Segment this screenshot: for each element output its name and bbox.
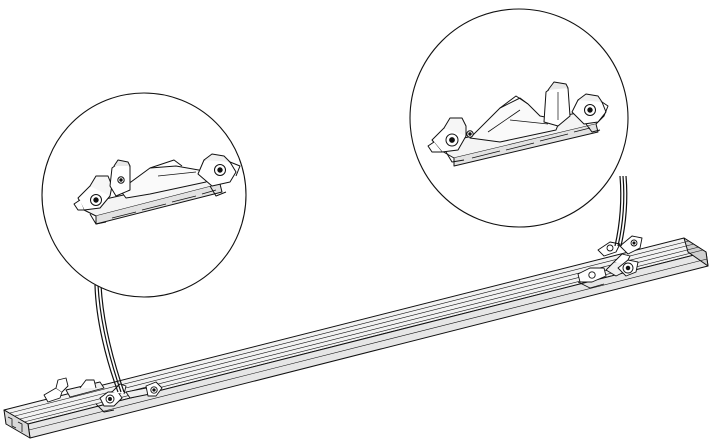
left-rail-bracket	[43, 377, 163, 413]
left-detail-magnifier	[41, 92, 247, 298]
right-magnified-bracket	[427, 81, 609, 167]
right-leader-line	[614, 175, 628, 247]
right-detail-magnifier	[409, 8, 629, 228]
left-leader-line	[94, 284, 125, 393]
left-magnified-bracket	[73, 153, 241, 225]
